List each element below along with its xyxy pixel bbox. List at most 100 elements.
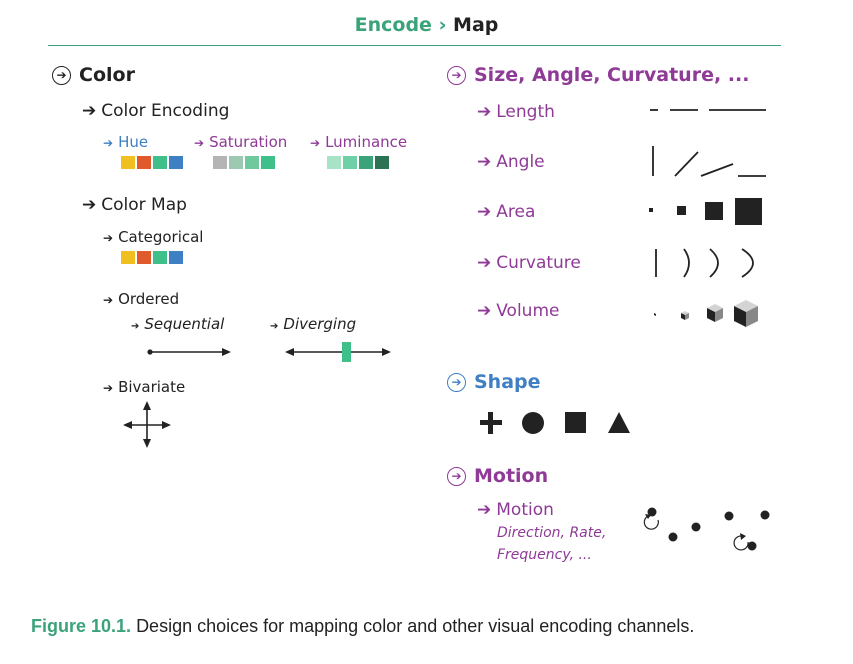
title-separator: › <box>438 14 447 36</box>
luminance-swatch <box>359 156 373 169</box>
arrow-icon: ➔ <box>103 381 114 395</box>
area-glyph <box>649 198 762 225</box>
arrow-icon: ➔ <box>477 202 492 222</box>
volume-label: ➔Volume <box>477 301 559 321</box>
color-encoding-label: ➔Color Encoding <box>82 101 229 121</box>
triangle-shape-icon <box>608 412 630 433</box>
saturation-swatch <box>261 156 275 169</box>
square-shape-icon <box>565 412 586 433</box>
motion-title-text: Motion <box>474 465 549 487</box>
shape-title-text: Shape <box>474 371 541 393</box>
bivariate-label: ➔ Bivariate <box>103 378 185 396</box>
arrow-icon: ➔ <box>103 293 114 307</box>
cube-large <box>734 300 758 327</box>
length-text: Length <box>496 102 555 122</box>
arrow-icon: ➔ <box>477 152 492 172</box>
arrow-icon: ➔ <box>194 136 205 150</box>
arrow-icon: ➔ <box>103 231 114 245</box>
saturation-text: Saturation <box>209 133 288 151</box>
categorical-swatch <box>121 251 135 264</box>
color-title-text: Color <box>79 64 135 86</box>
arrow-icon: ➔ <box>477 500 492 520</box>
title-encode: Encode <box>354 14 432 36</box>
arrow-icon: ➔ <box>310 136 321 150</box>
arrow-icon: ➔ <box>477 102 492 122</box>
circle-shape-icon <box>522 412 544 434</box>
area-text: Area <box>496 202 536 222</box>
saturation-label: ➔ Saturation <box>194 133 287 151</box>
bivariate-text: Bivariate <box>118 378 186 396</box>
motion-item-label: ➔Motion <box>477 500 554 520</box>
figure-number: Figure 10.1. <box>31 616 132 636</box>
cube-medium <box>707 304 723 322</box>
rotate-arrow-icon <box>733 535 749 551</box>
circle-arrow-icon: ➔ <box>447 66 466 85</box>
motion-section-title: ➔Motion <box>447 465 548 487</box>
luminance-swatch <box>343 156 357 169</box>
hue-swatch <box>137 156 151 169</box>
ordered-label: ➔ Ordered <box>103 290 179 308</box>
arrow-icon: ➔ <box>477 301 492 321</box>
plus-shape-icon <box>480 412 502 434</box>
diverging-text: Diverging <box>283 315 357 333</box>
angle-label: ➔Angle <box>477 152 545 172</box>
hue-swatch <box>153 156 167 169</box>
circle-arrow-icon: ➔ <box>52 66 71 85</box>
hue-label: ➔ Hue <box>103 133 148 151</box>
size-section-title: ➔ Size, Angle, Curvature, ... <box>447 64 749 86</box>
saturation-swatch <box>245 156 259 169</box>
circle-arrow-icon: ➔ <box>447 373 466 392</box>
color-section-title: ➔ Color <box>52 64 135 86</box>
caption-text: Design choices for mapping color and oth… <box>136 616 695 636</box>
rotate-arrow-icon <box>643 515 659 530</box>
categorical-swatch <box>153 251 167 264</box>
angle-glyph <box>652 146 766 177</box>
curvature-glyph <box>655 248 754 278</box>
length-label: ➔Length <box>477 102 555 122</box>
luminance-text: Luminance <box>325 133 408 151</box>
volume-text: Volume <box>496 301 560 321</box>
diverging-midpoint-marker <box>342 342 351 362</box>
ordered-text: Ordered <box>118 290 180 308</box>
color-map-label: ➔Color Map <box>82 195 187 215</box>
header-rule <box>48 45 781 46</box>
arrow-icon: ➔ <box>82 101 97 121</box>
arrow-icon: ➔ <box>270 321 279 332</box>
luminance-swatch <box>327 156 341 169</box>
hue-text: Hue <box>118 133 149 151</box>
volume-glyph <box>654 300 758 327</box>
saturation-swatch <box>229 156 243 169</box>
luminance-swatch <box>375 156 389 169</box>
curvature-text: Curvature <box>496 253 581 273</box>
arrow-icon: ➔ <box>103 136 114 150</box>
title-map: Map <box>453 14 499 36</box>
page-title: Encode › Map <box>0 14 853 36</box>
hue-swatch <box>169 156 183 169</box>
categorical-swatch <box>137 251 151 264</box>
arrow-icon: ➔ <box>477 253 492 273</box>
color-map-text: Color Map <box>101 195 187 215</box>
categorical-label: ➔Categorical <box>103 228 203 246</box>
motion-description: Direction, Rate, Frequency, ... <box>497 525 607 563</box>
sequential-text: Sequential <box>144 315 225 333</box>
hue-swatch <box>121 156 135 169</box>
angle-text: Angle <box>496 152 545 172</box>
color-encoding-text: Color Encoding <box>101 101 230 121</box>
diverging-label: ➔ Diverging <box>270 315 356 333</box>
bivariate-cross-glyph <box>123 401 171 448</box>
size-title-text: Size, Angle, Curvature, ... <box>474 64 750 86</box>
luminance-label: ➔ Luminance <box>310 133 407 151</box>
arrow-icon: ➔ <box>82 195 97 215</box>
sequential-label: ➔ Sequential <box>131 315 224 333</box>
saturation-swatch <box>213 156 227 169</box>
arrow-icon: ➔ <box>131 321 140 332</box>
diverging-arrow-glyph <box>285 342 391 362</box>
motion-item-text: Motion <box>496 500 554 520</box>
sequential-arrow-glyph <box>147 348 231 356</box>
categorical-swatch <box>169 251 183 264</box>
figure-caption: Figure 10.1. Design choices for mapping … <box>31 616 694 637</box>
